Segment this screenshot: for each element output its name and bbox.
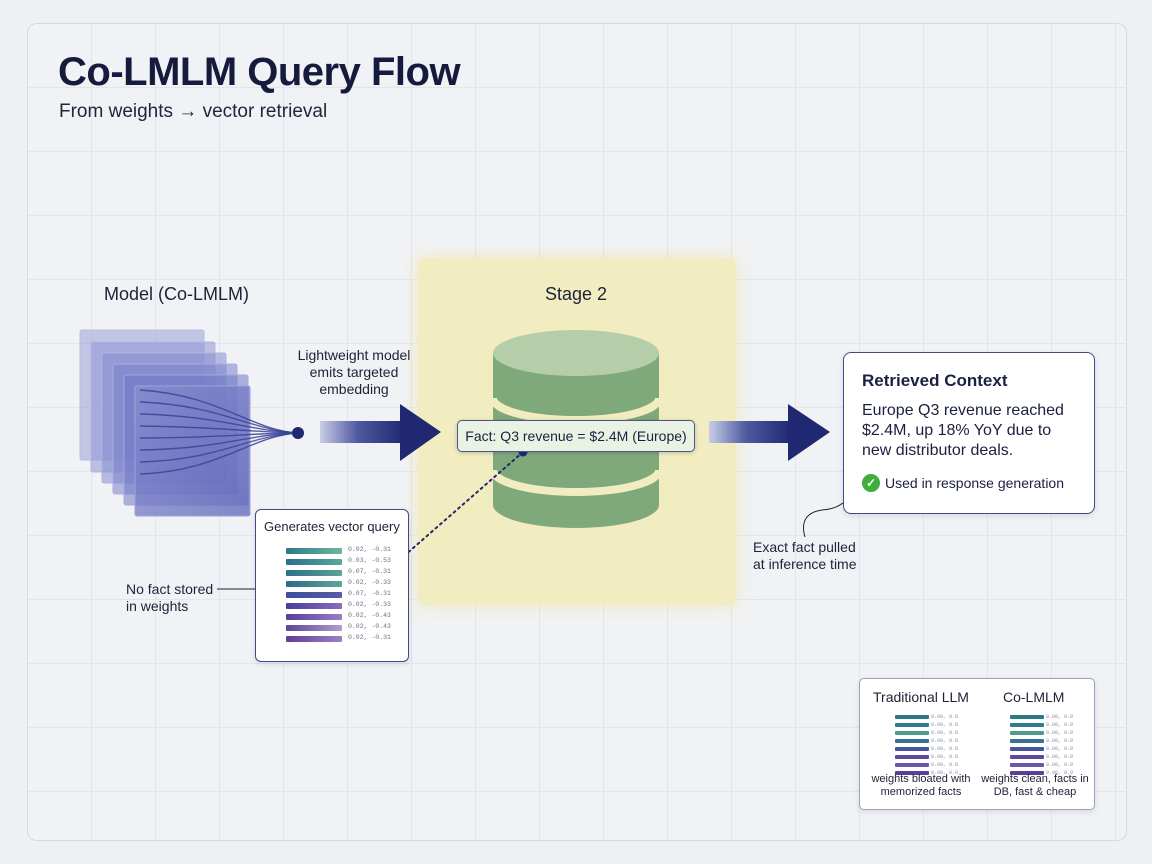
- co-lmlm-note: weights clean, facts in DB, fast & cheap: [981, 773, 1089, 798]
- weight-value: 0.00, 0.0: [931, 738, 959, 744]
- vector-query-title: Generates vector query: [264, 519, 400, 534]
- converging-lines: [139, 389, 299, 475]
- weight-row: [895, 747, 929, 751]
- context-body: Europe Q3 revenue reached $2.4M, up 18% …: [862, 402, 1064, 459]
- weight-value: 0.00, 0.0: [931, 746, 959, 752]
- arrow-to-stage: [320, 404, 441, 461]
- vector-value: 0.02, -0.33: [348, 601, 391, 608]
- vector-value: 0.02, -0.31: [348, 634, 391, 641]
- weight-value: 0.00, 0.0: [931, 754, 959, 760]
- weight-value: 0.00, 0.0: [931, 730, 959, 736]
- weight-value: 0.00, 0.0: [1046, 754, 1074, 760]
- vector-row: [286, 570, 342, 576]
- weight-row: [895, 771, 929, 775]
- context-status: Used in response generation: [885, 475, 1065, 491]
- weight-row: [1010, 715, 1044, 719]
- page-title: Co-LMLM Query Flow: [58, 50, 461, 94]
- fact-pill: Fact: Q3 revenue = $2.4M (Europe): [457, 420, 695, 452]
- traditional-llm-title: Traditional LLM: [873, 689, 969, 705]
- comparison-card: Traditional LLM Co-LMLM 0.00, 0.0 0.00, …: [859, 678, 1095, 810]
- vector-row: [286, 614, 342, 620]
- vector-row: [286, 603, 342, 609]
- vector-value: 0.02, -0.43: [348, 612, 391, 619]
- weight-value: 0.00, 0.0: [1046, 738, 1074, 744]
- weight-row: [895, 755, 929, 759]
- vector-row: [286, 636, 342, 642]
- weight-value: 0.00, 0.0: [931, 770, 959, 776]
- weight-value: 0.00, 0.0: [1046, 762, 1074, 768]
- vector-value: 0.07, -0.31: [348, 590, 391, 597]
- embedding-callout: Lightweight model emits targeted embeddi…: [297, 347, 411, 397]
- stage-label: Stage 2: [545, 284, 608, 304]
- co-lmlm-title: Co-LMLM: [1003, 689, 1065, 705]
- weight-value: 0.00, 0.0: [1046, 730, 1074, 736]
- weight-row: [1010, 763, 1044, 767]
- vector-value: 0.02, -0.33: [348, 579, 391, 586]
- arrow-to-context: [709, 404, 830, 461]
- traditional-llm-note: weights bloated with memorized facts: [871, 773, 971, 798]
- weight-row: [1010, 771, 1044, 775]
- no-fact-callout: No fact stored in weights: [126, 581, 214, 614]
- weight-value: 0.00, 0.0: [931, 762, 959, 768]
- embedding-node: [292, 427, 304, 439]
- model-layers-icon: [79, 329, 251, 517]
- weight-value: 0.00, 0.0: [1046, 746, 1074, 752]
- model-label: Model (Co-LMLM): [104, 284, 250, 304]
- weight-value: 0.00, 0.0: [931, 722, 959, 728]
- vector-value: 0.02, -0.43: [348, 623, 391, 630]
- exact-fact-callout: Exact fact pulled at inference time: [753, 539, 857, 572]
- vector-value: 0.02, -0.31: [348, 546, 391, 553]
- weight-row: [1010, 723, 1044, 727]
- weight-row: [1010, 755, 1044, 759]
- context-title: Retrieved Context: [862, 371, 1008, 390]
- weight-row: [895, 731, 929, 735]
- vector-row: [286, 592, 342, 598]
- check-icon: ✓: [862, 474, 880, 492]
- weight-row: [895, 763, 929, 767]
- weight-row: [1010, 747, 1044, 751]
- weight-row: [895, 739, 929, 743]
- weight-value: 0.00, 0.0: [1046, 722, 1074, 728]
- vector-row: [286, 625, 342, 631]
- vector-query-box: Generates vector query 0.02, -0.31 0.03,…: [255, 509, 409, 662]
- page-subtitle: From weights → vector retrieval: [59, 101, 328, 122]
- vector-row: [286, 581, 342, 587]
- dotted-connector: [403, 451, 524, 557]
- retrieved-context-card: Retrieved Context Europe Q3 revenue reac…: [843, 352, 1095, 514]
- weight-row: [1010, 731, 1044, 735]
- weight-value: 0.00, 0.0: [931, 714, 959, 720]
- exact-fact-leader: [803, 502, 844, 538]
- vector-row: [286, 548, 342, 554]
- vector-value: 0.03, -0.53: [348, 557, 391, 564]
- weight-value: 0.00, 0.0: [1046, 714, 1074, 720]
- weight-value: 0.00, 0.0: [1046, 770, 1074, 776]
- weight-row: [1010, 739, 1044, 743]
- vector-value: 0.07, -0.31: [348, 568, 391, 575]
- vector-row: [286, 559, 342, 565]
- weight-row: [895, 723, 929, 727]
- weight-row: [895, 715, 929, 719]
